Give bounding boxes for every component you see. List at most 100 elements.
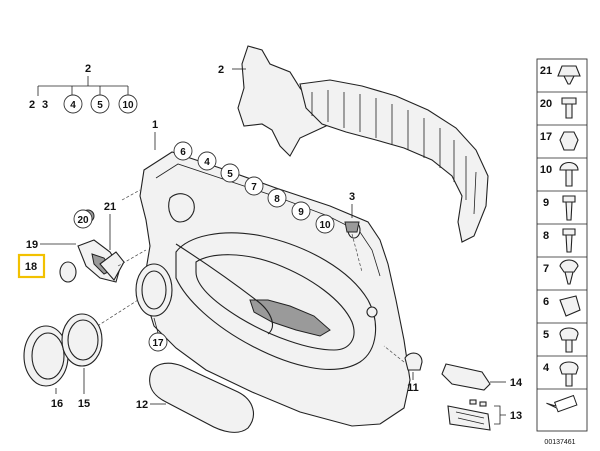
side-item-label: 6 (543, 296, 549, 308)
mount-point (366, 306, 378, 318)
expansion-rivet-icon (559, 327, 579, 353)
circled-label (73, 209, 93, 229)
circled-label-text: 9 (298, 207, 304, 218)
group-child-label: 2 (29, 99, 35, 111)
side-item-label: 20 (540, 98, 552, 110)
handle-cover-shape (441, 363, 491, 391)
switch-panel-label: 13 (510, 410, 522, 422)
armrest-shape (149, 362, 254, 433)
side-item-label: 10 (540, 164, 552, 176)
trim-clip-part: 11 (383, 345, 423, 394)
handle-lever (175, 243, 273, 335)
highlight-box (17, 253, 46, 279)
ring-16-inner (31, 332, 65, 380)
circled-label-text: 5 (227, 169, 233, 180)
side-item-label: 21 (540, 65, 552, 77)
circled-label (197, 151, 217, 171)
arrow-icon (546, 394, 578, 413)
plug-icon (559, 161, 579, 187)
handle-grip (249, 299, 331, 337)
circled-label-text: 4 (204, 157, 210, 168)
armrest-part: 12 (136, 362, 254, 433)
bracket-19-label: 19 (26, 239, 38, 251)
trim-clip-label: 11 (407, 382, 419, 394)
speaker-label: 17 (152, 338, 164, 349)
circled-label (291, 201, 311, 221)
trim-carrier-body (299, 79, 489, 243)
side-item-label: 9 (543, 197, 549, 209)
bracket-icon (559, 295, 581, 317)
side-item-label: 7 (543, 263, 549, 275)
hex-nut-icon (559, 131, 579, 151)
side-item-label: 5 (543, 329, 549, 341)
handle-cover-label: 14 (510, 377, 523, 389)
group-child-circle (118, 94, 138, 114)
circled-label-text: 8 (274, 194, 280, 205)
switch-panel-part: 13 (447, 399, 522, 431)
trim-carrier-part: 2 (218, 45, 489, 243)
speaker-rings: 16 15 (23, 313, 103, 410)
leader-bracket (494, 405, 506, 425)
assembly-line (383, 345, 405, 363)
ring-16-label: 16 (51, 398, 63, 410)
group-child-circle (90, 94, 110, 114)
group-child-label: 3 (42, 99, 48, 111)
handle-21-shape (99, 251, 125, 281)
clip-20-label: 20 (77, 215, 89, 226)
group-parent-label: 2 (85, 63, 91, 75)
lock-knob-recess (168, 193, 195, 223)
switch-small-part (479, 401, 487, 407)
circled-label (315, 214, 335, 234)
trim-carrier-label: 2 (218, 64, 224, 76)
switch-panel-shape (447, 405, 491, 431)
trim-carrier-left (237, 45, 327, 157)
assembly-line (117, 249, 147, 267)
ring-15-inner (67, 319, 99, 361)
side-item-label: 4 (543, 362, 550, 374)
circled-label (267, 188, 287, 208)
leader-line (153, 317, 159, 334)
push-clip-icon (557, 65, 581, 85)
armrest-label: 12 (136, 399, 148, 411)
speaker-grille-inner (141, 270, 167, 310)
group-bracket: 2 2 3 4 5 10 (29, 63, 138, 114)
circled-label (244, 176, 264, 196)
reference-number: 00137461 (544, 439, 575, 446)
group-child-label: 10 (122, 100, 134, 111)
group-child-label: 4 (70, 100, 76, 111)
hardware-side-panel: 21 20 17 10 9 8 7 6 5 4 (536, 58, 588, 432)
cover-18-label: 18 (25, 261, 37, 273)
door-trim-label: 1 (152, 119, 158, 131)
group-bracket-lines (37, 76, 129, 96)
door-trim-panel: 1 (139, 119, 411, 427)
circled-label-text: 6 (180, 147, 186, 158)
screw-head (344, 221, 360, 233)
circled-label (220, 163, 240, 183)
screw-part: 3 (344, 191, 363, 273)
handle-21-label: 21 (104, 201, 116, 213)
handle-bracket-assembly: 19 20 21 18 (17, 189, 147, 283)
side-panel-frame (536, 58, 588, 432)
assembly-line (121, 189, 141, 201)
screw-label: 3 (349, 191, 355, 203)
expansion-rivet-icon (559, 361, 579, 387)
bolt-icon (561, 97, 577, 119)
speaker-grille-part: 17 (87, 263, 173, 352)
screw-icon (562, 228, 576, 253)
circled-label (173, 141, 193, 161)
switch-small-part (469, 399, 477, 405)
handle-cover-part: 14 (441, 363, 523, 391)
ring-15-label: 15 (78, 398, 90, 410)
switch-panel-ribs (455, 411, 485, 425)
trim-carrier-ribs (311, 90, 477, 215)
cover-18-shape (59, 261, 77, 283)
side-item-label: 17 (540, 131, 552, 143)
clip-icon (559, 259, 579, 285)
group-child-label: 5 (97, 100, 103, 111)
screw-icon (562, 195, 576, 221)
circled-label-text: 10 (319, 220, 331, 231)
circled-label-text: 7 (251, 182, 257, 193)
assembly-line (351, 233, 363, 273)
group-child-circle (63, 94, 83, 114)
